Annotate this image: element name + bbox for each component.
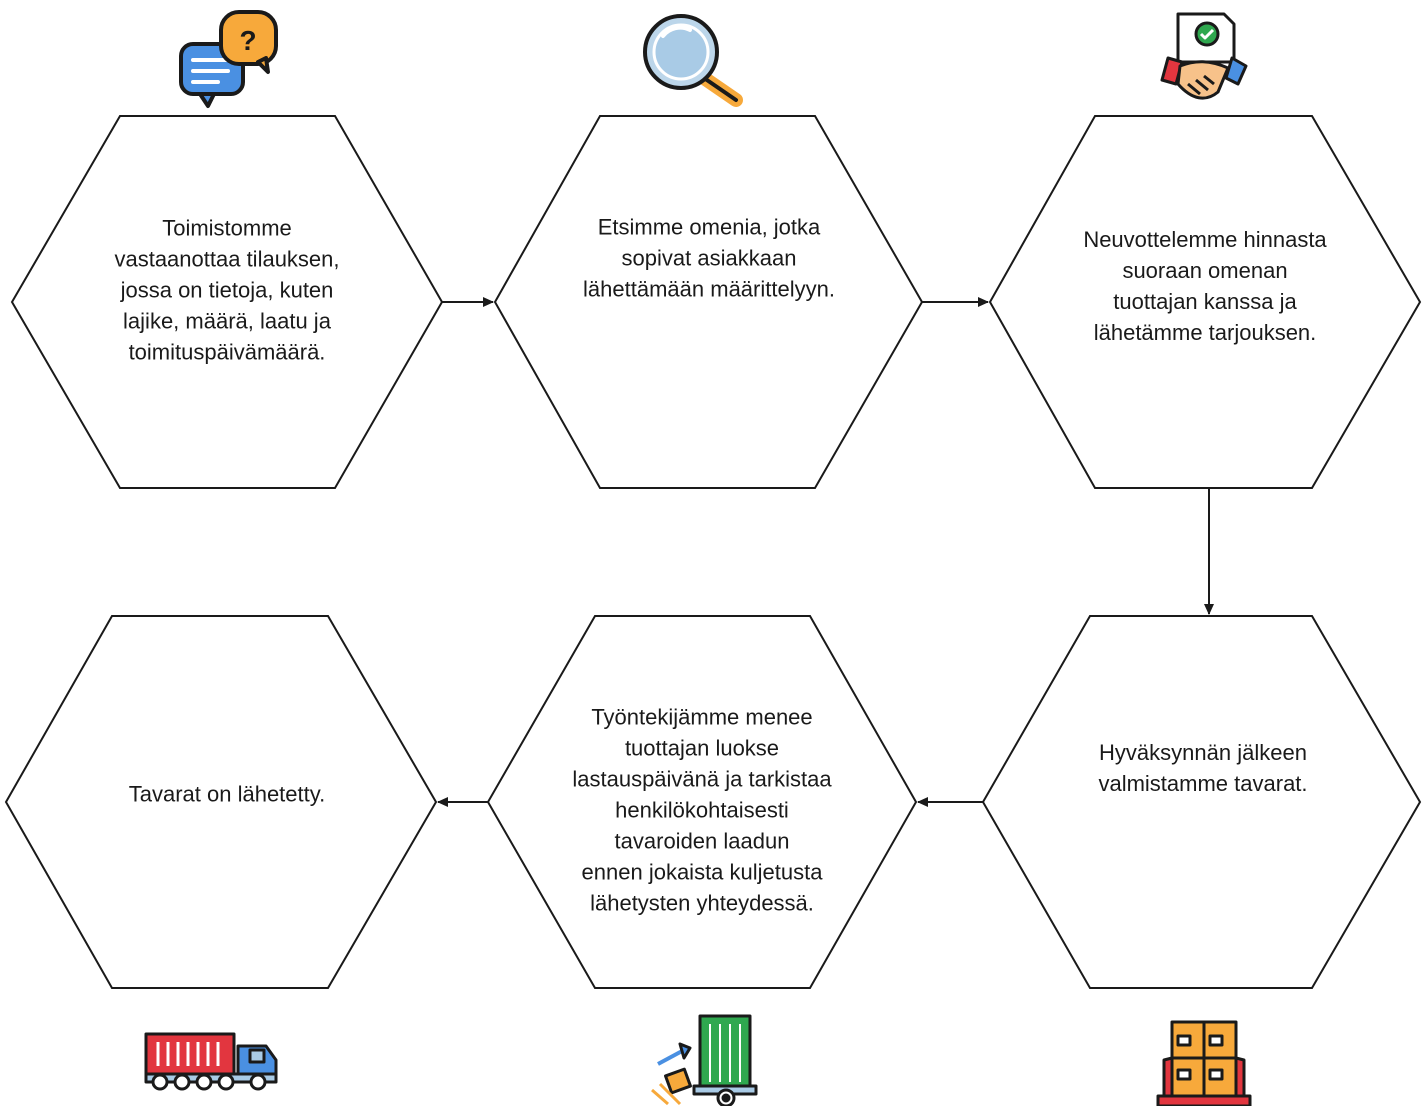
- step-4-hexagon: [981, 615, 1422, 989]
- magnifying-glass-icon: [643, 14, 743, 107]
- svg-text:?: ?: [239, 25, 256, 56]
- question-chat-icon: ?: [179, 10, 278, 108]
- step-5-text: Työntekijämme menee tuottajan luokse las…: [572, 704, 832, 916]
- step-3-hexagon: [988, 115, 1422, 489]
- container-truck-icon: [144, 1032, 278, 1091]
- step-5-hexagon: [486, 615, 918, 989]
- handshake-contract-icon: [1160, 12, 1248, 100]
- step-4-text: Hyväksynnän jälkeen valmistamme tavarat.: [1098, 740, 1308, 796]
- stacked-boxes-pallet-icon: [1156, 1020, 1252, 1106]
- container-loading-icon: [651, 1014, 758, 1106]
- step-3-text: Neuvottelemme hinnasta suoraan omenan tu…: [1083, 227, 1327, 345]
- step-6-text: Tavarat on lähetetty.: [128, 781, 326, 807]
- step-2-text: Etsimme omenia, jotka sopivat asiakkaan …: [583, 214, 835, 302]
- step-1-text: Toimistomme vastaanottaa tilauksen, joss…: [114, 215, 340, 365]
- step-6-hexagon: [4, 615, 438, 989]
